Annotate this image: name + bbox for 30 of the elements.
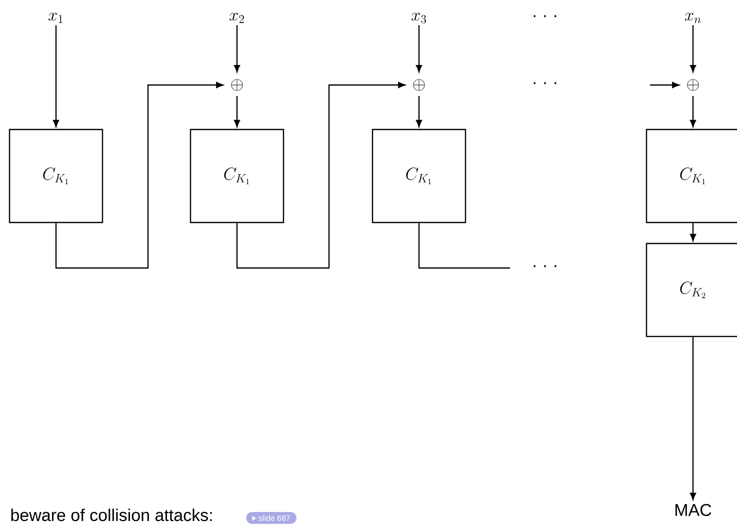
xor-symbol: $\oplus$ (687, 79, 699, 91)
arrow (650, 82, 680, 88)
arrow (52, 25, 60, 128)
cipher-box: $C_{K_1}$ (372, 128, 466, 224)
xor-symbol: $\oplus$ (413, 79, 425, 91)
arrow (690, 25, 696, 72)
arrow (236, 82, 406, 269)
cipher-box: $C_{K_1}$ (190, 128, 284, 224)
cipher-box: $C_{K_1}$ (646, 128, 737, 224)
cipher-box: $C_{K_2}$ (646, 242, 737, 338)
arrow (690, 223, 696, 242)
input-label: $x_n$ (684, 12, 701, 24)
ellipsis: · · · (534, 265, 556, 268)
output-label: MAC (676, 504, 712, 516)
cipher-box: $C_{K_1}$ (8, 128, 104, 224)
arrow (55, 82, 224, 269)
ellipsis: · · · (534, 82, 556, 84)
input-label: $x_3$ (412, 12, 426, 24)
input-label: $x_2$ (230, 12, 244, 23)
ellipsis: · · · (534, 15, 556, 18)
arrow (690, 96, 696, 128)
note-text: beware of collision attacks: (11, 508, 212, 522)
xor-symbol: $\oplus$ (231, 79, 243, 91)
arrow (416, 25, 422, 72)
arrow (234, 25, 240, 72)
input-label: $x_1$ (48, 12, 63, 23)
arrow (690, 337, 696, 500)
link-button: slide 687 (246, 512, 296, 524)
arrow (416, 96, 422, 128)
arrow (234, 96, 240, 128)
